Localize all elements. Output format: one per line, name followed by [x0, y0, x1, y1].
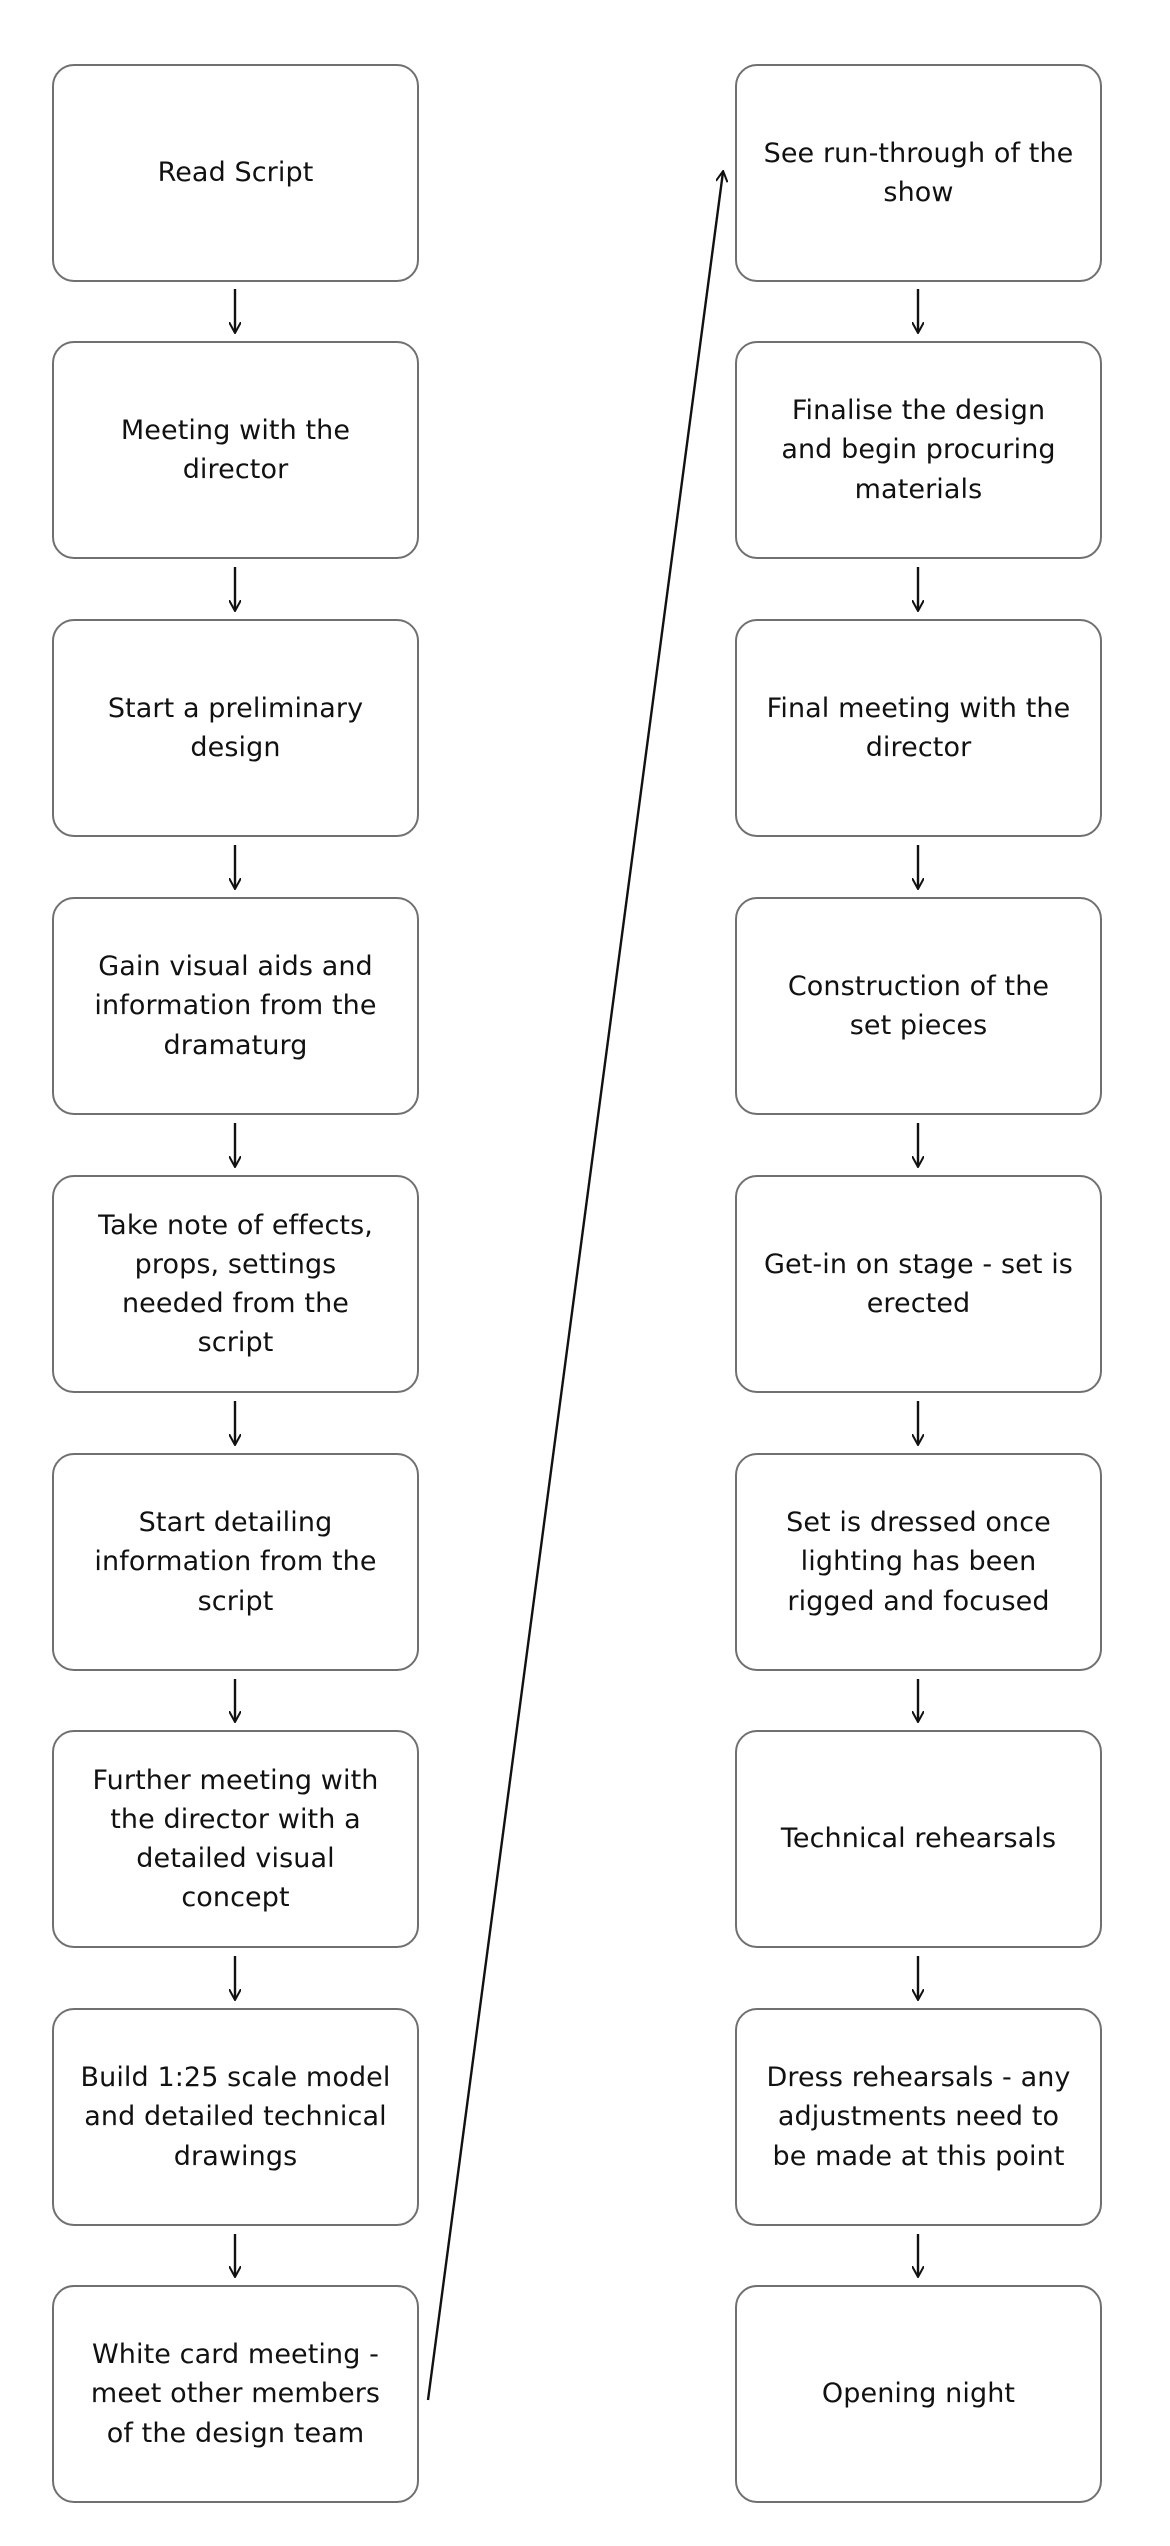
step-preliminary-design: Start a preliminary design: [52, 619, 419, 837]
step-label: Further meeting with the director with a…: [92, 1764, 379, 1914]
step-label: Construction of the set pieces: [787, 970, 1050, 1041]
step-detailing-information: Start detailing information from the scr…: [52, 1453, 419, 1671]
arrow-connector-icon: [426, 172, 723, 2401]
step-label: White card meeting - meet other members …: [90, 2339, 381, 2449]
step-further-meeting-director: Further meeting with the director with a…: [52, 1730, 419, 1948]
step-label: Dress rehearsals - any adjustments need …: [766, 2062, 1071, 2172]
step-run-through: See run-through of the show: [735, 64, 1102, 282]
step-get-in-on-stage: Get-in on stage - set is erected: [735, 1175, 1102, 1393]
step-label: Gain visual aids and information from th…: [94, 951, 377, 1061]
step-scale-model-drawings: Build 1:25 scale model and detailed tech…: [52, 2008, 419, 2226]
step-label: See run-through of the show: [763, 137, 1074, 208]
step-meeting-with-director: Meeting with the director: [52, 341, 419, 559]
step-opening-night: Opening night: [735, 2285, 1102, 2503]
step-label: Get-in on stage - set is erected: [764, 1248, 1073, 1319]
step-label: Start a preliminary design: [107, 692, 364, 763]
step-label: Technical rehearsals: [780, 1823, 1057, 1855]
step-label: Start detailing information from the scr…: [94, 1507, 377, 1617]
step-label: Meeting with the director: [120, 414, 351, 485]
step-finalise-design: Finalise the design and begin procuring …: [735, 341, 1102, 559]
step-final-meeting-director: Final meeting with the director: [735, 619, 1102, 837]
step-label: Opening night: [821, 2378, 1016, 2410]
step-label: Read Script: [157, 157, 314, 189]
step-construction-set-pieces: Construction of the set pieces: [735, 897, 1102, 1115]
step-note-effects-props: Take note of effects, props, settings ne…: [52, 1175, 419, 1393]
step-label: Set is dressed once lighting has been ri…: [786, 1507, 1051, 1617]
step-dress-rehearsals: Dress rehearsals - any adjustments need …: [735, 2008, 1102, 2226]
step-label: Final meeting with the director: [766, 692, 1071, 763]
step-visual-aids-dramaturg: Gain visual aids and information from th…: [52, 897, 419, 1115]
step-label: Build 1:25 scale model and detailed tech…: [80, 2062, 391, 2172]
step-label: Finalise the design and begin procuring …: [781, 395, 1056, 505]
step-set-dressed: Set is dressed once lighting has been ri…: [735, 1453, 1102, 1671]
step-white-card-meeting: White card meeting - meet other members …: [52, 2285, 419, 2503]
step-technical-rehearsals: Technical rehearsals: [735, 1730, 1102, 1948]
step-label: Take note of effects, props, settings ne…: [98, 1209, 373, 1359]
step-read-script: Read Script: [52, 64, 419, 282]
